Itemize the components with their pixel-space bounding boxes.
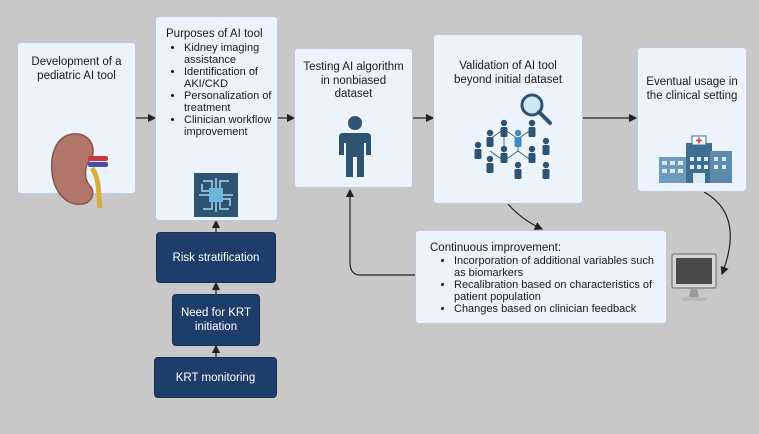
krt-monitoring-box: KRT monitoring <box>154 357 277 398</box>
ai-chip-icon <box>194 173 238 217</box>
kidney-icon <box>50 133 108 209</box>
continuous-list: Incorporation of additional variables su… <box>416 255 658 315</box>
purposes-title: Purposes of AI tool <box>166 28 263 40</box>
risk-stratification-box: Risk stratification <box>156 232 276 283</box>
development-title: Development of a pediatric AI tool <box>31 56 122 82</box>
continuous-item: Recalibration based on characteristics o… <box>454 279 658 303</box>
computer-monitor-icon <box>671 253 717 301</box>
development-box: Development of a pediatric AI tool <box>17 42 136 209</box>
person-icon <box>339 116 371 177</box>
arrow-continuous-to-testing <box>345 188 415 276</box>
validation-title: Validation of AI tool beyond initial dat… <box>453 60 563 86</box>
purpose-item: Kidney imaging assistance <box>184 42 273 66</box>
purposes-box: Purposes of AI tool Kidney imaging assis… <box>155 16 278 221</box>
testing-title: Testing AI algorithm in nonbiased datase… <box>303 61 404 100</box>
krt-initiation-box: Need for KRT initiation <box>172 294 260 346</box>
population-search-icon <box>474 93 552 179</box>
validation-box: Validation of AI tool beyond initial dat… <box>433 34 583 204</box>
continuous-title: Continuous improvement: <box>430 242 562 254</box>
arrow-validation-to-continuous <box>507 203 544 230</box>
usage-title: Eventual usage in the clinical setting <box>646 76 738 102</box>
purpose-item: Identification of AKI/CKD <box>184 66 273 90</box>
continuous-item: Changes based on clinician feedback <box>454 303 658 315</box>
purpose-item: Personalization of treatment <box>184 90 273 114</box>
arrow-usage-to-monitor <box>703 191 731 276</box>
testing-box: Testing AI algorithm in nonbiased datase… <box>294 48 413 188</box>
hospital-icon <box>659 135 732 183</box>
purposes-list: Kidney imaging assistance Identification… <box>156 42 273 138</box>
continuous-improvement-box: Continuous improvement: Incorporation of… <box>415 230 667 324</box>
usage-box: Eventual usage in the clinical setting <box>637 47 747 192</box>
continuous-item: Incorporation of additional variables su… <box>454 255 658 279</box>
purpose-item: Clinician workflow improvement <box>184 114 273 138</box>
